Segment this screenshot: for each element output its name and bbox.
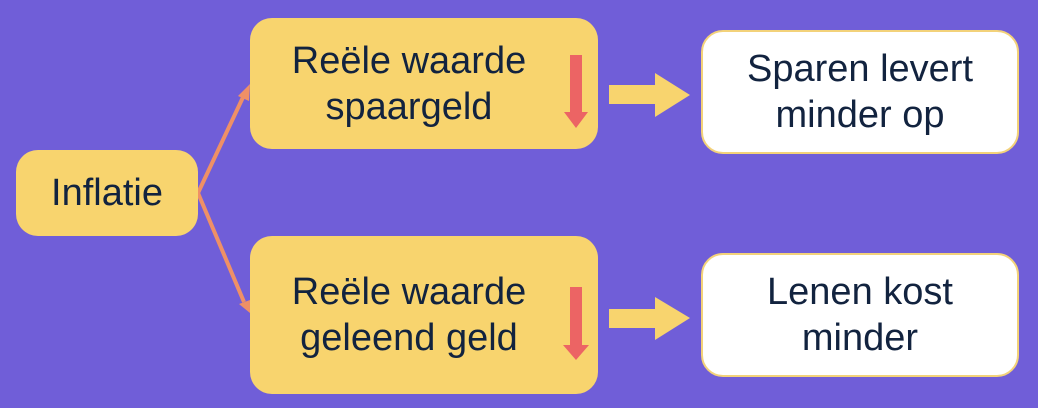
effect-label: Reële waarde geleend geld [291,271,527,359]
effect-label: Reële waarde spaargeld [291,39,527,128]
root-node-inflatie: Inflatie [16,150,198,236]
result-node-sparen: Sparen levert minder op [701,30,1019,154]
arrow-down-icon [564,55,588,128]
arrow-down-icon [563,287,589,360]
result-label: Lenen kost minder [767,271,953,359]
right-arrow-icon [609,73,690,117]
right-arrow-icon [609,297,690,340]
connector-arrow-up-icon [196,84,250,194]
root-label: Inflatie [51,172,163,214]
effect-node-geleend-geld: Reële waarde geleend geld [250,236,598,394]
result-label: Sparen levert minder op [746,48,973,136]
effect-node-spaargeld: Reële waarde spaargeld [250,18,598,149]
connector-arrow-down-icon [196,192,250,313]
result-node-lenen: Lenen kost minder [701,253,1019,377]
